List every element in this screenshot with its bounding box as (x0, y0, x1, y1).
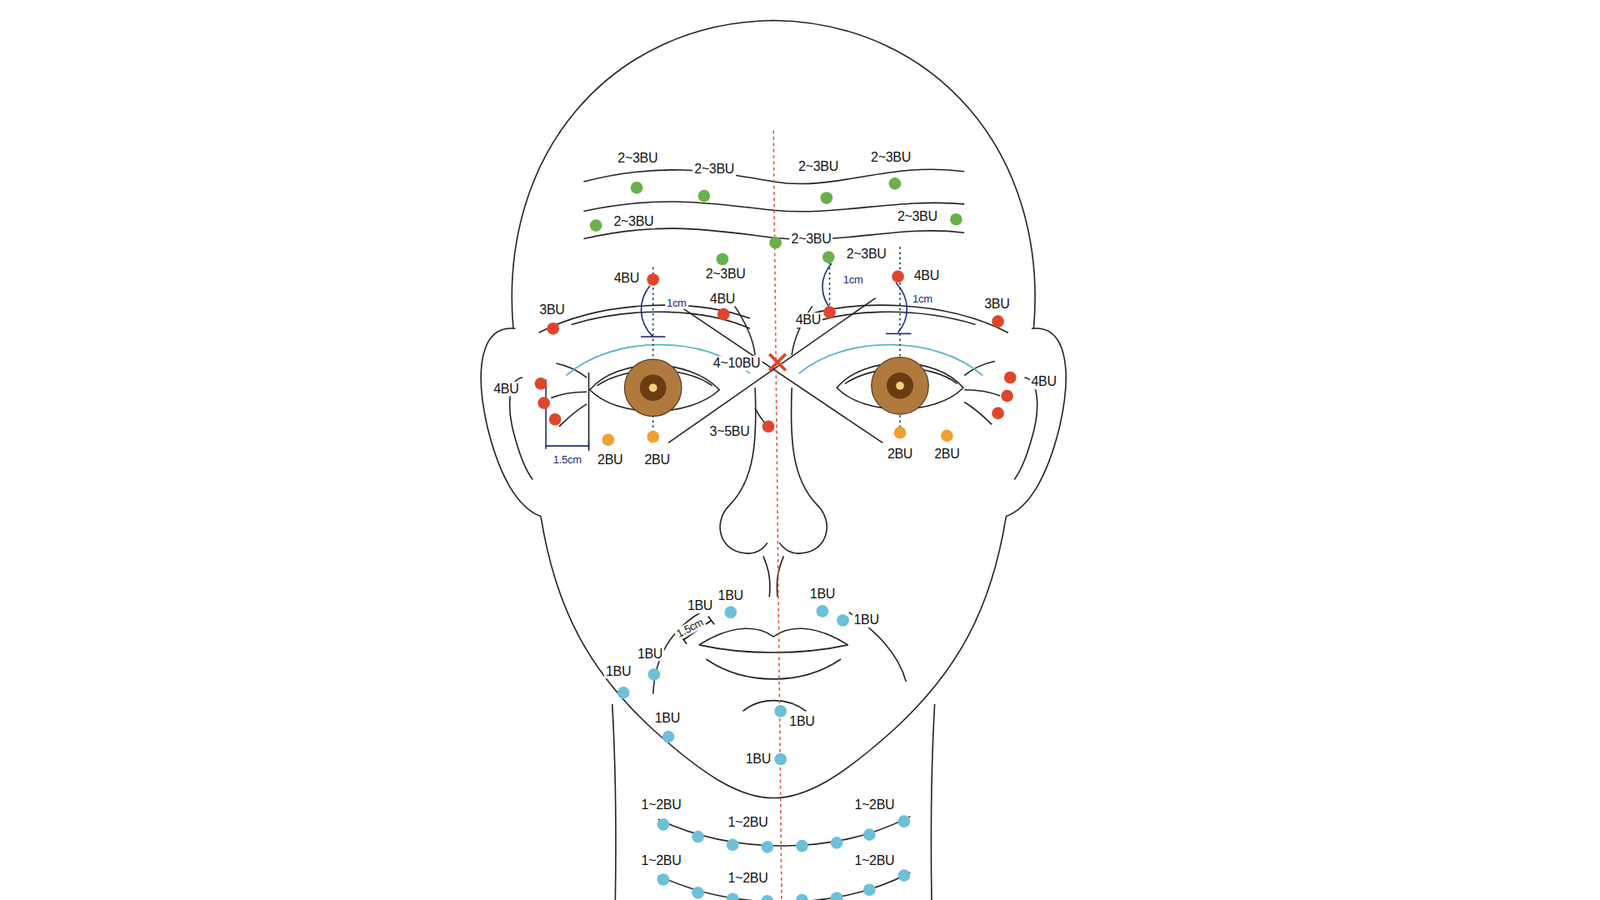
dose-label: 2BU (595, 452, 625, 468)
dose-label: 1cm (665, 297, 689, 310)
dose-label: 1.5cm (551, 454, 584, 466)
dose-label: 2~3BU (790, 231, 834, 247)
dose-label: 1BU (653, 710, 682, 726)
dose-label: 2~3BU (611, 214, 655, 230)
dose-label: 2~3BU (692, 161, 736, 177)
dose-label: 2BU (642, 452, 671, 468)
dose-label: 2~3BU (796, 159, 840, 175)
dose-label: 1~2BU (640, 854, 684, 870)
dose-label: 1.5cm (673, 615, 707, 641)
dose-label: 2~3BU (895, 209, 940, 225)
dose-label: 1~2BU (726, 870, 770, 886)
dose-label: 2~3BU (845, 246, 889, 262)
dose-label: 1BU (604, 664, 633, 680)
dose-label: 1BU (851, 613, 880, 629)
dose-label: 1BU (744, 751, 773, 767)
dose-label: 1BU (808, 586, 837, 602)
dose-label: 1cm (841, 273, 865, 285)
dose-label: 3~5BU (708, 424, 752, 440)
dose-label: 4BU (708, 291, 737, 307)
dose-label: 3BU (982, 296, 1011, 312)
dose-label: 2BU (885, 446, 915, 462)
dose-label: 4BU (794, 313, 823, 329)
dose-label: 1BU (685, 599, 715, 615)
dose-label: 2BU (932, 446, 961, 462)
dose-label: 4~10BU (711, 355, 762, 371)
dose-label: 1cm (910, 293, 935, 305)
dose-label: 1~2BU (726, 815, 770, 830)
dose-label: 1BU (787, 714, 816, 730)
dose-label: 2~3BU (869, 150, 913, 165)
dose-label: 4BU (912, 268, 941, 284)
dose-label: 2~3BU (704, 267, 748, 283)
dose-label: 1~2BU (640, 797, 684, 813)
dose-label: 4BU (1030, 374, 1059, 390)
dose-label: 1BU (635, 646, 665, 662)
dose-label: 1~2BU (852, 854, 896, 870)
dose-label: 3BU (537, 302, 566, 318)
dose-label: 2~3BU (615, 150, 660, 166)
dose-label: 4BU (491, 381, 520, 397)
dose-label: 1~2BU (852, 797, 896, 813)
dose-label: 1BU (716, 588, 745, 604)
dose-label: 4BU (612, 270, 641, 286)
